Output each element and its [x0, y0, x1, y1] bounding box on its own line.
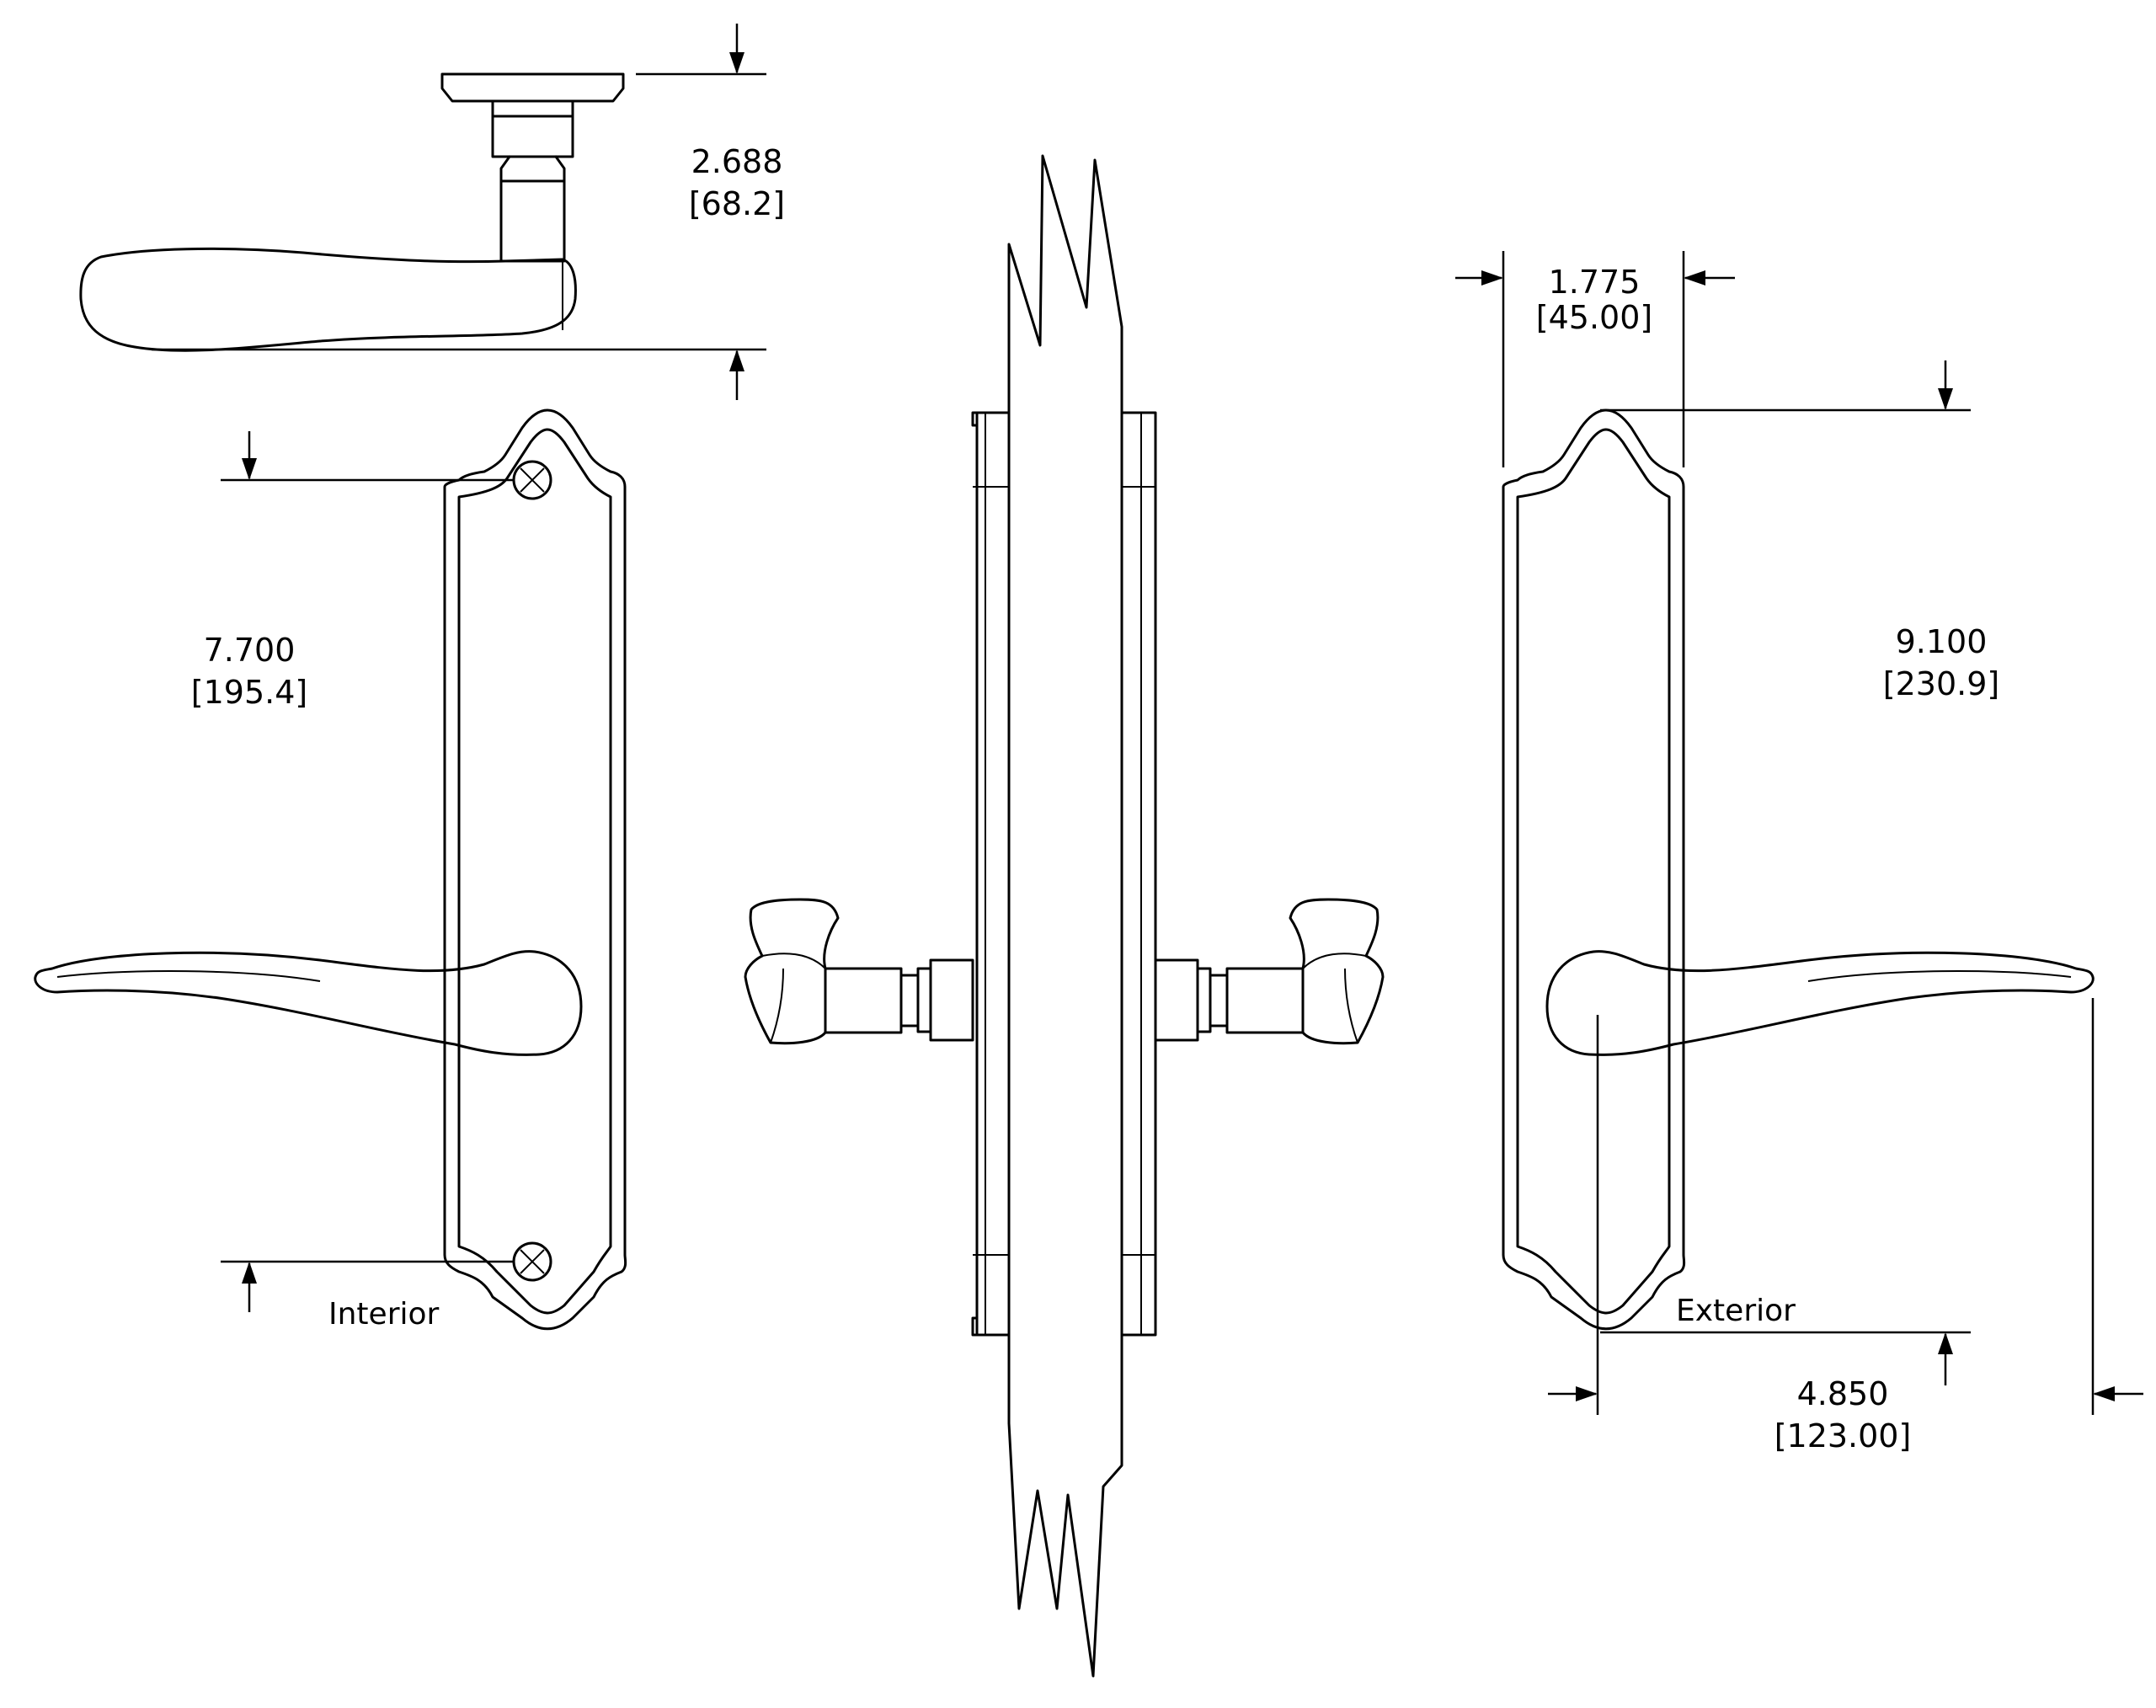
dimension-plate-height-inch: 9.100 [1896, 623, 1988, 660]
dimension-plate-height-mm: [230.9] [1883, 665, 1999, 702]
dimension-top-height: 2.688 [68.2] [689, 143, 785, 222]
dimension-plate-width-inch: 1.775 [1549, 264, 1641, 301]
dimension-plate-width-mm: [45.00] [1536, 299, 1652, 336]
dimension-screw-spacing-mm: [195.4] [191, 674, 307, 711]
dimension-screw-spacing-inch: 7.700 [204, 632, 296, 669]
dimension-plate-height: 9.100 [230.9] [1883, 623, 1999, 702]
dimension-lever-projection-inch: 4.850 [1797, 1375, 1889, 1412]
side-section-view [744, 154, 1385, 1678]
interior-view [34, 408, 627, 1331]
dimension-lever-projection: 4.850 [123.00] [1774, 1375, 1912, 1454]
interior-label: Interior [328, 1297, 440, 1332]
dimension-top-height-inch: 2.688 [691, 143, 783, 180]
dimension-top-height-mm: [68.2] [689, 185, 785, 222]
exterior-label: Exterior [1676, 1294, 1796, 1328]
exterior-view [1455, 251, 2143, 1415]
top-view-lever [79, 24, 766, 400]
dimension-lever-projection-mm: [123.00] [1774, 1417, 1912, 1454]
dimension-plate-width: 1.775 [45.00] [1536, 264, 1652, 336]
dimension-screw-spacing: 7.700 [195.4] [191, 632, 307, 711]
